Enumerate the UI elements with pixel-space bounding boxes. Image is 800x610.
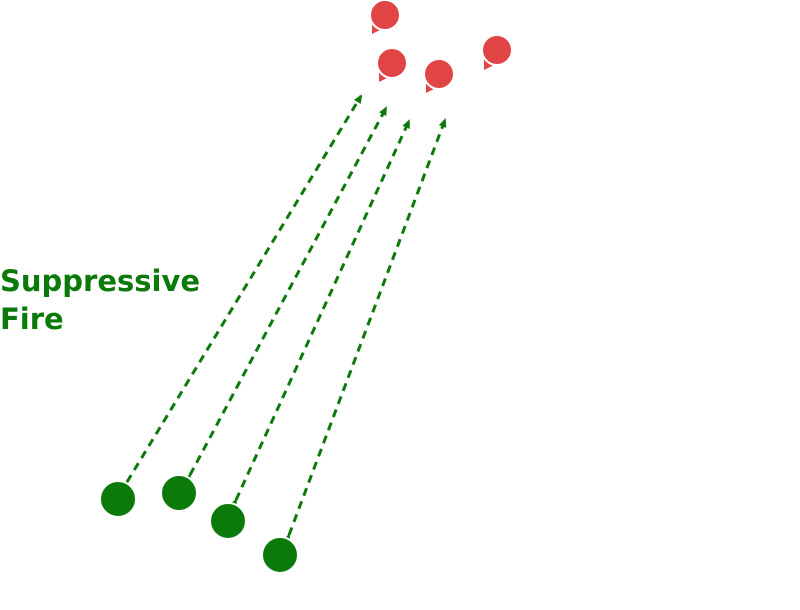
- enemy-unit: [423, 58, 455, 93]
- friendly-unit: [261, 536, 299, 574]
- friendly-units: [99, 474, 299, 574]
- enemy-units: [369, 0, 513, 93]
- suppressive-fire-label: Suppressive Fire: [0, 262, 200, 338]
- enemy-unit: [376, 47, 408, 82]
- friendly-unit: [209, 502, 247, 540]
- fire-line-3: [229, 119, 411, 509]
- enemy-unit: [481, 34, 513, 70]
- fire-line-4: [282, 118, 447, 543]
- fire-lines: [119, 94, 447, 543]
- enemy-unit: [369, 0, 401, 34]
- friendly-unit: [99, 480, 137, 518]
- fire-line-2: [183, 106, 388, 484]
- label-line-2: Fire: [0, 302, 64, 336]
- friendly-unit: [160, 474, 198, 512]
- label-line-1: Suppressive: [0, 264, 201, 298]
